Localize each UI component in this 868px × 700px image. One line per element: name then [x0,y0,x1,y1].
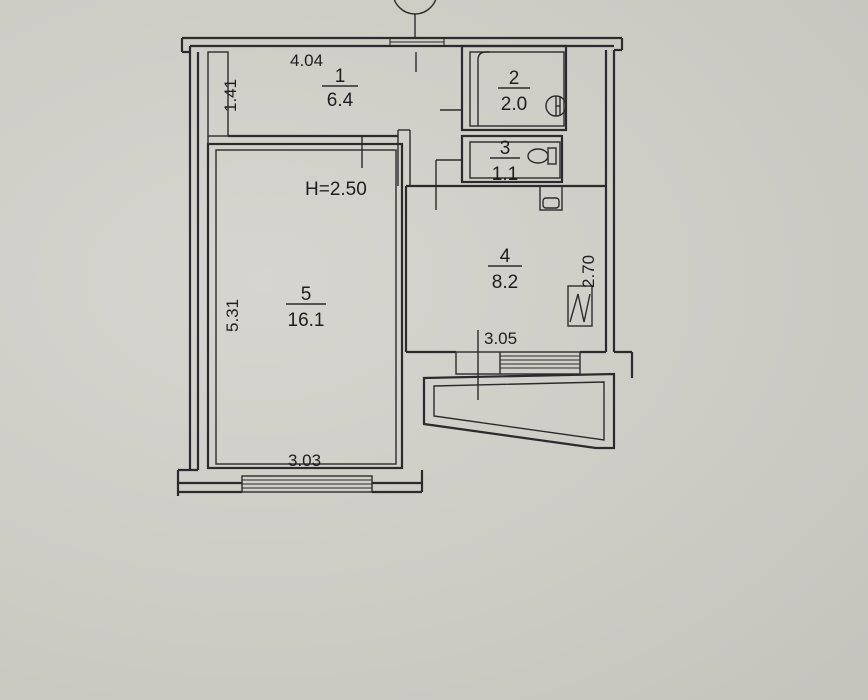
room-1-area: 6.4 [327,90,354,111]
room-5-window [241,475,373,493]
room-5-number: 5 [301,284,312,305]
room-5-depth-label: 5.31 [223,299,242,332]
kitchen-width-label: 3.05 [484,329,517,348]
room-4-area: 8.2 [492,272,518,293]
room-5-width-label: 3.03 [288,451,321,470]
bathroom-2 [460,44,568,132]
outer-walls [176,36,634,496]
room-2-number: 2 [509,68,520,89]
kitchen-4 [404,184,606,354]
hall-width-label: 4.04 [290,51,323,70]
room-1-walls [207,51,462,186]
room-5 [206,142,404,470]
kitchen-window [455,330,581,400]
hall-top-window [389,37,445,47]
room-2-area: 2.0 [501,94,527,115]
kitchen-depth-label: 2.70 [579,255,598,288]
room-5-area: 16.1 [288,310,325,331]
compass-circle [393,0,437,38]
ceiling-height-label: H=2.50 [305,179,367,200]
room-3-area: 1.1 [492,164,518,185]
room-1-number: 1 [335,66,346,87]
balcony [422,372,616,450]
room-4-number: 4 [500,246,511,267]
room-3-number: 3 [500,138,511,159]
hall-depth-label: 1.41 [221,79,240,112]
